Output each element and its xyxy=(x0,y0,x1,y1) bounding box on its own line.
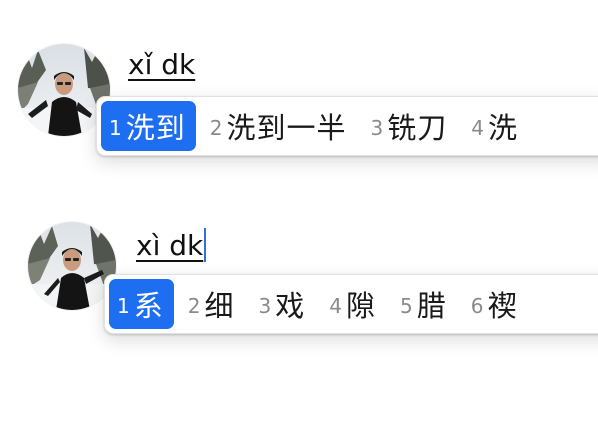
candidate-index: 1 xyxy=(109,116,122,140)
candidate-index: 5 xyxy=(400,294,413,318)
candidate-text: 隙 xyxy=(345,289,376,323)
candidate-text: 戏 xyxy=(275,289,306,323)
candidate-item[interactable]: 2 细 xyxy=(180,279,245,329)
composition-text[interactable]: xǐ dk xyxy=(128,51,195,79)
avatar-photo-icon xyxy=(28,222,116,310)
composition-pinyin: xǐ dk xyxy=(128,48,196,81)
candidate-index: 4 xyxy=(471,116,484,140)
candidate-index: 2 xyxy=(187,294,201,318)
candidate-text: 洗到一半 xyxy=(226,111,347,145)
candidate-index: 4 xyxy=(329,294,342,318)
candidate-item[interactable]: 1 系 xyxy=(109,279,174,329)
candidate-bar: 1 系 2 细 3 戏 4 隙 5 腊 6 禊 xyxy=(104,274,598,334)
user-avatar[interactable] xyxy=(28,222,116,310)
candidate-item[interactable]: 6 禊 xyxy=(463,279,528,329)
candidate-item[interactable]: 3 戏 xyxy=(251,279,316,329)
candidate-item[interactable]: 2 洗到一半 xyxy=(202,101,357,151)
candidate-index: 3 xyxy=(258,294,272,318)
composition-text[interactable]: xì dk xyxy=(136,228,207,262)
candidate-index: 6 xyxy=(470,294,484,318)
candidate-item[interactable]: 1 洗到 xyxy=(101,101,196,151)
candidate-bar: 1 洗到 2 洗到一半 3 铣刀 4 洗 xyxy=(96,96,598,156)
candidate-index: 1 xyxy=(117,294,130,318)
candidate-text: 禊 xyxy=(487,289,518,323)
candidate-text: 洗到 xyxy=(125,111,186,145)
text-caret xyxy=(204,228,207,262)
candidate-text: 铣刀 xyxy=(387,111,448,145)
composition-pinyin: xì dk xyxy=(136,229,204,262)
candidate-item[interactable]: 4 隙 xyxy=(321,279,386,329)
candidate-text: 洗 xyxy=(487,111,518,145)
candidate-text: 细 xyxy=(204,289,235,323)
candidate-index: 2 xyxy=(209,116,223,140)
candidate-text: 系 xyxy=(133,289,164,323)
candidate-item[interactable]: 3 铣刀 xyxy=(363,101,458,151)
candidate-index: 3 xyxy=(370,116,384,140)
candidate-item[interactable]: 4 洗 xyxy=(463,101,528,151)
candidate-text: 腊 xyxy=(416,289,447,323)
candidate-item[interactable]: 5 腊 xyxy=(392,279,457,329)
